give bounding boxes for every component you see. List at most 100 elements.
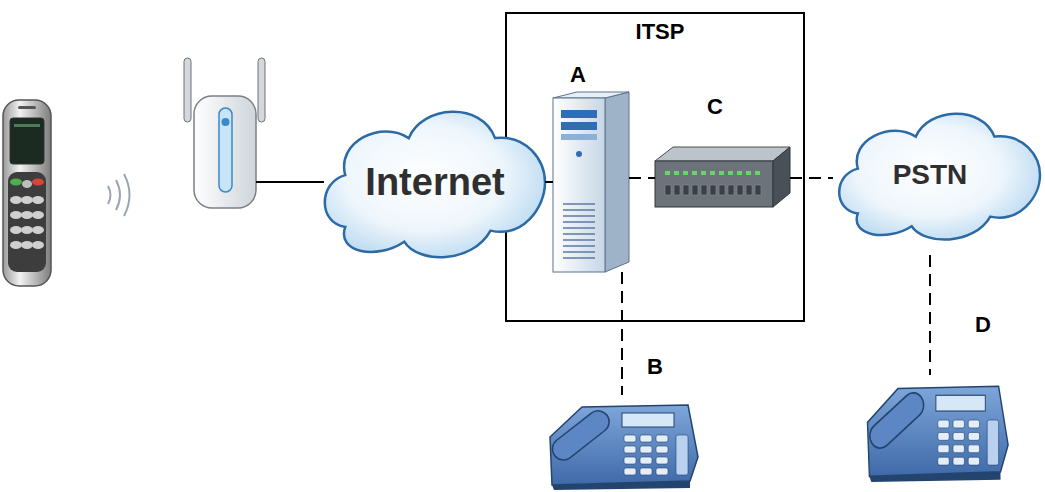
phone-key <box>938 457 949 465</box>
phone-key <box>32 179 44 186</box>
phone-keypad <box>8 172 46 272</box>
status-led <box>710 171 715 175</box>
wave-arc <box>124 174 130 216</box>
phone-key <box>10 241 22 249</box>
phone-base-edge <box>552 481 690 490</box>
phone-key <box>938 445 949 453</box>
vent-slot <box>563 251 595 253</box>
vent-slot <box>563 239 595 241</box>
gateway-front <box>655 161 773 207</box>
drive-bay <box>561 122 597 130</box>
phone-key <box>968 432 979 440</box>
port <box>692 185 698 195</box>
port <box>683 185 689 195</box>
phone-key <box>21 241 33 249</box>
vent-slot <box>563 257 595 259</box>
phone-illustration <box>540 395 700 490</box>
phone-key <box>32 196 44 204</box>
gateway-node: C <box>655 145 790 210</box>
phone-key <box>968 445 979 453</box>
phone-key <box>624 435 636 442</box>
phone-key <box>640 457 652 464</box>
phone-earpiece <box>18 106 36 109</box>
phone-key <box>656 435 668 442</box>
function-keys <box>676 435 688 475</box>
phone-key <box>10 196 22 204</box>
network-name: Internet <box>365 162 504 204</box>
phone-key <box>32 241 44 249</box>
router-body <box>194 96 256 208</box>
callout-letter: B <box>647 355 663 379</box>
phone-screen <box>10 118 44 164</box>
phone-key <box>968 457 979 465</box>
port <box>719 185 725 195</box>
phone-key <box>21 196 33 204</box>
status-led <box>755 171 760 175</box>
boundary-title: ITSP <box>636 20 685 44</box>
wireless-waves <box>108 174 130 216</box>
port <box>755 185 761 195</box>
phone-key <box>656 457 668 464</box>
phone-key <box>22 180 32 188</box>
phone-handset <box>548 406 614 464</box>
phone-key <box>640 446 652 453</box>
phone-display <box>622 413 674 427</box>
vent-slot <box>563 245 595 247</box>
desk-phone-node: D <box>858 375 1010 482</box>
port <box>746 185 752 195</box>
phone-base-edge <box>869 472 1000 482</box>
phone-key <box>938 420 949 428</box>
server-front <box>553 98 605 272</box>
wave-arc <box>108 186 111 204</box>
antenna <box>184 58 191 122</box>
cloud-outline <box>839 114 1040 240</box>
status-led <box>692 171 697 175</box>
router-led <box>222 118 230 126</box>
port <box>674 185 680 195</box>
status-led <box>665 171 670 175</box>
phone-key <box>10 179 22 186</box>
server-side <box>605 92 629 272</box>
phone-key <box>968 420 979 428</box>
port <box>710 185 716 195</box>
wireless-access-point <box>184 58 265 208</box>
gateway-top <box>655 147 790 161</box>
status-led <box>683 171 688 175</box>
port <box>737 185 743 195</box>
server-top <box>553 92 629 98</box>
phone-key <box>10 211 22 219</box>
server-illustration <box>553 92 629 272</box>
status-led <box>701 171 706 175</box>
vent-slot <box>563 215 595 217</box>
function-keys <box>987 420 998 465</box>
phone-key <box>953 445 964 453</box>
drive-bay <box>561 134 597 140</box>
antenna <box>258 58 265 122</box>
callout-letter: D <box>975 313 991 337</box>
phone-key <box>21 226 33 234</box>
phone-key <box>938 432 949 440</box>
server-node: A <box>553 92 629 272</box>
port <box>701 185 707 195</box>
phone-display <box>936 395 985 411</box>
router-indicator <box>219 108 232 192</box>
desk-phone-node: B <box>540 395 700 490</box>
dashed-link <box>629 177 655 179</box>
phone-body <box>3 100 51 286</box>
power-button <box>576 151 582 157</box>
phone-key <box>953 432 964 440</box>
network-name: PSTN <box>893 160 968 191</box>
gateway-illustration <box>655 145 790 210</box>
wave-arc <box>116 180 120 210</box>
status-led <box>737 171 742 175</box>
callout-letter: A <box>570 63 586 87</box>
vent-slot <box>563 233 595 235</box>
callout-letter: C <box>707 95 723 119</box>
dashed-link <box>790 177 833 179</box>
vent-slot <box>563 209 595 211</box>
status-led <box>719 171 724 175</box>
phone-key <box>21 211 33 219</box>
phone-key <box>32 211 44 219</box>
phone-screen-line <box>14 124 40 127</box>
